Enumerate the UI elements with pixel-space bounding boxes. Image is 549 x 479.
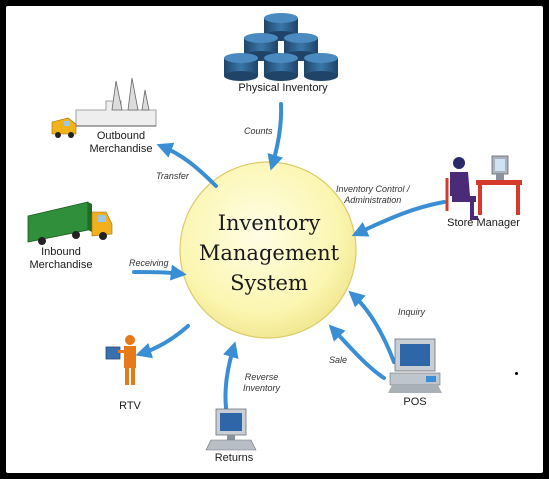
edge-label-sale: Sale [329, 355, 348, 365]
node-inbound-line1: Inbound [41, 246, 81, 258]
returns-computer-icon [205, 408, 257, 451]
edge-label-reverse-inventory-line1: Reverse [244, 372, 279, 382]
edge-label-inventory-control: Inventory Control / Administration [336, 184, 410, 206]
database-icon [224, 13, 338, 81]
arrow-receiving [132, 264, 187, 281]
node-physical-inventory: Physical Inventory [238, 82, 328, 94]
edge-label-reverse-inventory: Reverse Inventory [243, 372, 280, 394]
node-inbound-line2: Merchandise [29, 259, 93, 271]
node-rtv: RTV [119, 400, 141, 412]
edge-label-inquiry: Inquiry [398, 307, 426, 317]
pos-computer-icon [388, 338, 442, 393]
hub-title: Inventory Management System [189, 208, 349, 298]
edge-label-inventory-control-line1: Inventory Control / [336, 184, 410, 194]
arrow-sale [328, 324, 386, 380]
edge-label-counts: Counts [244, 126, 273, 136]
hub-title-line2: Management [198, 241, 340, 265]
rtv-icon [105, 335, 136, 385]
inbound-truck-icon [27, 201, 113, 245]
factory-icon [75, 77, 157, 127]
arrow-reverse-inventory [223, 341, 239, 410]
diagram-frame: Inventory Management System Physical Inv… [6, 6, 543, 473]
node-inbound-merchandise: Inbound Merchandise [16, 246, 106, 272]
node-outbound-merchandise: Outbound Merchandise [76, 130, 166, 156]
node-pos: POS [403, 396, 427, 408]
node-outbound-line1: Outbound [96, 130, 146, 142]
diagram-canvas [27, 13, 522, 451]
store-manager-icon [445, 155, 522, 220]
arrows [132, 102, 446, 410]
arrow-transfer [156, 142, 218, 188]
node-outbound-line2: Merchandise [89, 143, 153, 155]
node-returns: Returns [214, 452, 254, 464]
outbound-truck-icon [51, 117, 77, 138]
arrow-counts [267, 102, 284, 171]
stray-dot [515, 372, 518, 375]
arrow-inquiry [348, 290, 396, 364]
edge-label-receiving: Receiving [129, 258, 169, 268]
arrow-inventory-control [351, 200, 446, 237]
edge-label-transfer: Transfer [156, 171, 189, 181]
edge-label-reverse-inventory-line2: Inventory [243, 383, 281, 393]
hub-title-line3: System [230, 271, 308, 295]
node-store-manager: Store Manager [447, 217, 520, 229]
hub-title-line1: Inventory [217, 211, 321, 235]
edge-label-inventory-control-line2: Administration [344, 195, 402, 205]
arrow-rtv [135, 324, 190, 359]
